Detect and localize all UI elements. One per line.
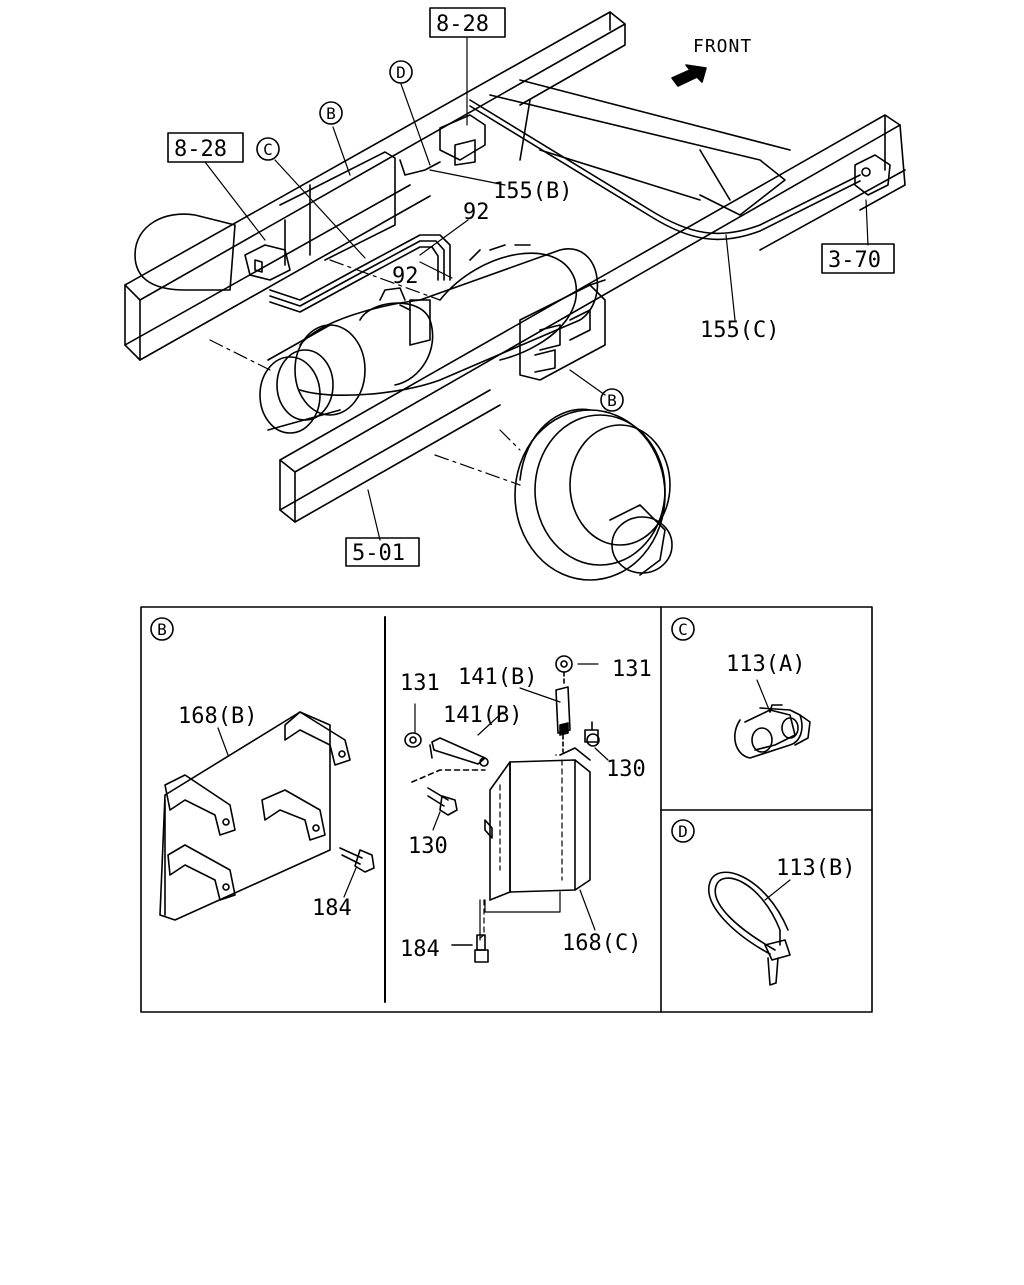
ref-box-370 xyxy=(821,243,895,274)
panel-marker-b: B xyxy=(157,620,167,639)
front-label: FRONT xyxy=(693,36,752,57)
panel-marker-d-circle xyxy=(671,819,695,843)
ref-box-828-b xyxy=(167,132,244,163)
label-113b: 113(B) xyxy=(776,856,855,881)
front-arrow-icon xyxy=(671,64,707,87)
ref-box-501 xyxy=(345,537,420,567)
label-131-right: 131 xyxy=(612,657,652,682)
ref-828-a: 8-28 xyxy=(436,12,489,37)
ref-370: 3-70 xyxy=(828,248,881,273)
leader-113a xyxy=(756,679,771,713)
right-sensor xyxy=(854,154,891,196)
label-184-lower: 184 xyxy=(400,937,440,962)
panel-b-left-leaders xyxy=(217,727,357,898)
marker-d: D xyxy=(396,63,406,82)
panel-marker-d: D xyxy=(678,822,688,841)
label-141b-upper: 141(B) xyxy=(458,665,537,690)
bolt-184-left xyxy=(339,847,375,873)
label-130-left: 130 xyxy=(408,834,448,859)
upper-valve xyxy=(439,114,486,166)
panel-b-right-leaders xyxy=(414,663,609,931)
bolt-184-lower xyxy=(451,934,489,963)
bracket-168b xyxy=(159,711,351,921)
marker-d-circle xyxy=(389,60,413,84)
left-valve xyxy=(244,151,396,281)
bolt-130-right xyxy=(584,721,600,747)
left-hub xyxy=(259,324,366,434)
panel-marker-c: C xyxy=(678,620,688,639)
ref-828-b: 8-28 xyxy=(174,137,227,162)
panel-marker-b-circle xyxy=(150,617,174,641)
marker-b2-circle xyxy=(600,388,624,412)
shield-bracket-lines xyxy=(479,891,561,941)
label-168b: 168(B) xyxy=(178,704,257,729)
left-tyre xyxy=(134,213,236,291)
label-184-left: 184 xyxy=(312,896,352,921)
label-92-lower: 92 xyxy=(392,264,419,289)
brake-pipes xyxy=(269,99,861,313)
top-leaders xyxy=(204,37,869,541)
lower-frame-rail xyxy=(279,114,906,523)
center-lines xyxy=(209,259,521,486)
upper-frame-rail xyxy=(124,11,626,361)
label-130-right: 130 xyxy=(606,757,646,782)
detail-panels-frame xyxy=(140,606,873,1013)
label-168c: 168(C) xyxy=(562,931,641,956)
marker-b: B xyxy=(326,104,336,123)
label-155b: 155(B) xyxy=(493,179,572,204)
marker-b-lower: B xyxy=(607,391,617,410)
leader-113b xyxy=(764,879,791,901)
label-113a: 113(A) xyxy=(726,652,805,677)
shield-168c xyxy=(484,747,591,901)
washer-131-left xyxy=(404,732,422,748)
clip-113a xyxy=(734,704,811,759)
marker-c: C xyxy=(263,140,273,159)
marker-c-circle xyxy=(256,137,280,161)
rear-axle-assembly xyxy=(299,244,599,396)
cross-member xyxy=(489,79,791,216)
label-131-left: 131 xyxy=(400,671,440,696)
cable-tie-113b xyxy=(708,871,791,986)
marker-b-circle xyxy=(319,101,343,125)
ref-501: 5-01 xyxy=(352,541,405,566)
shield-hidden-lines xyxy=(479,759,563,939)
label-155c: 155(C) xyxy=(700,318,779,343)
ref-box-828-a xyxy=(429,7,506,38)
bar-141b-lower xyxy=(429,737,489,767)
stud-141b-upper xyxy=(555,655,573,753)
label-92-upper: 92 xyxy=(463,200,490,225)
bolt-130-left xyxy=(411,769,486,816)
panel-marker-c-circle xyxy=(671,617,695,641)
right-wheel-drum xyxy=(514,408,673,581)
label-141b-lower: 141(B) xyxy=(443,703,522,728)
bracket-b-top xyxy=(519,279,606,381)
